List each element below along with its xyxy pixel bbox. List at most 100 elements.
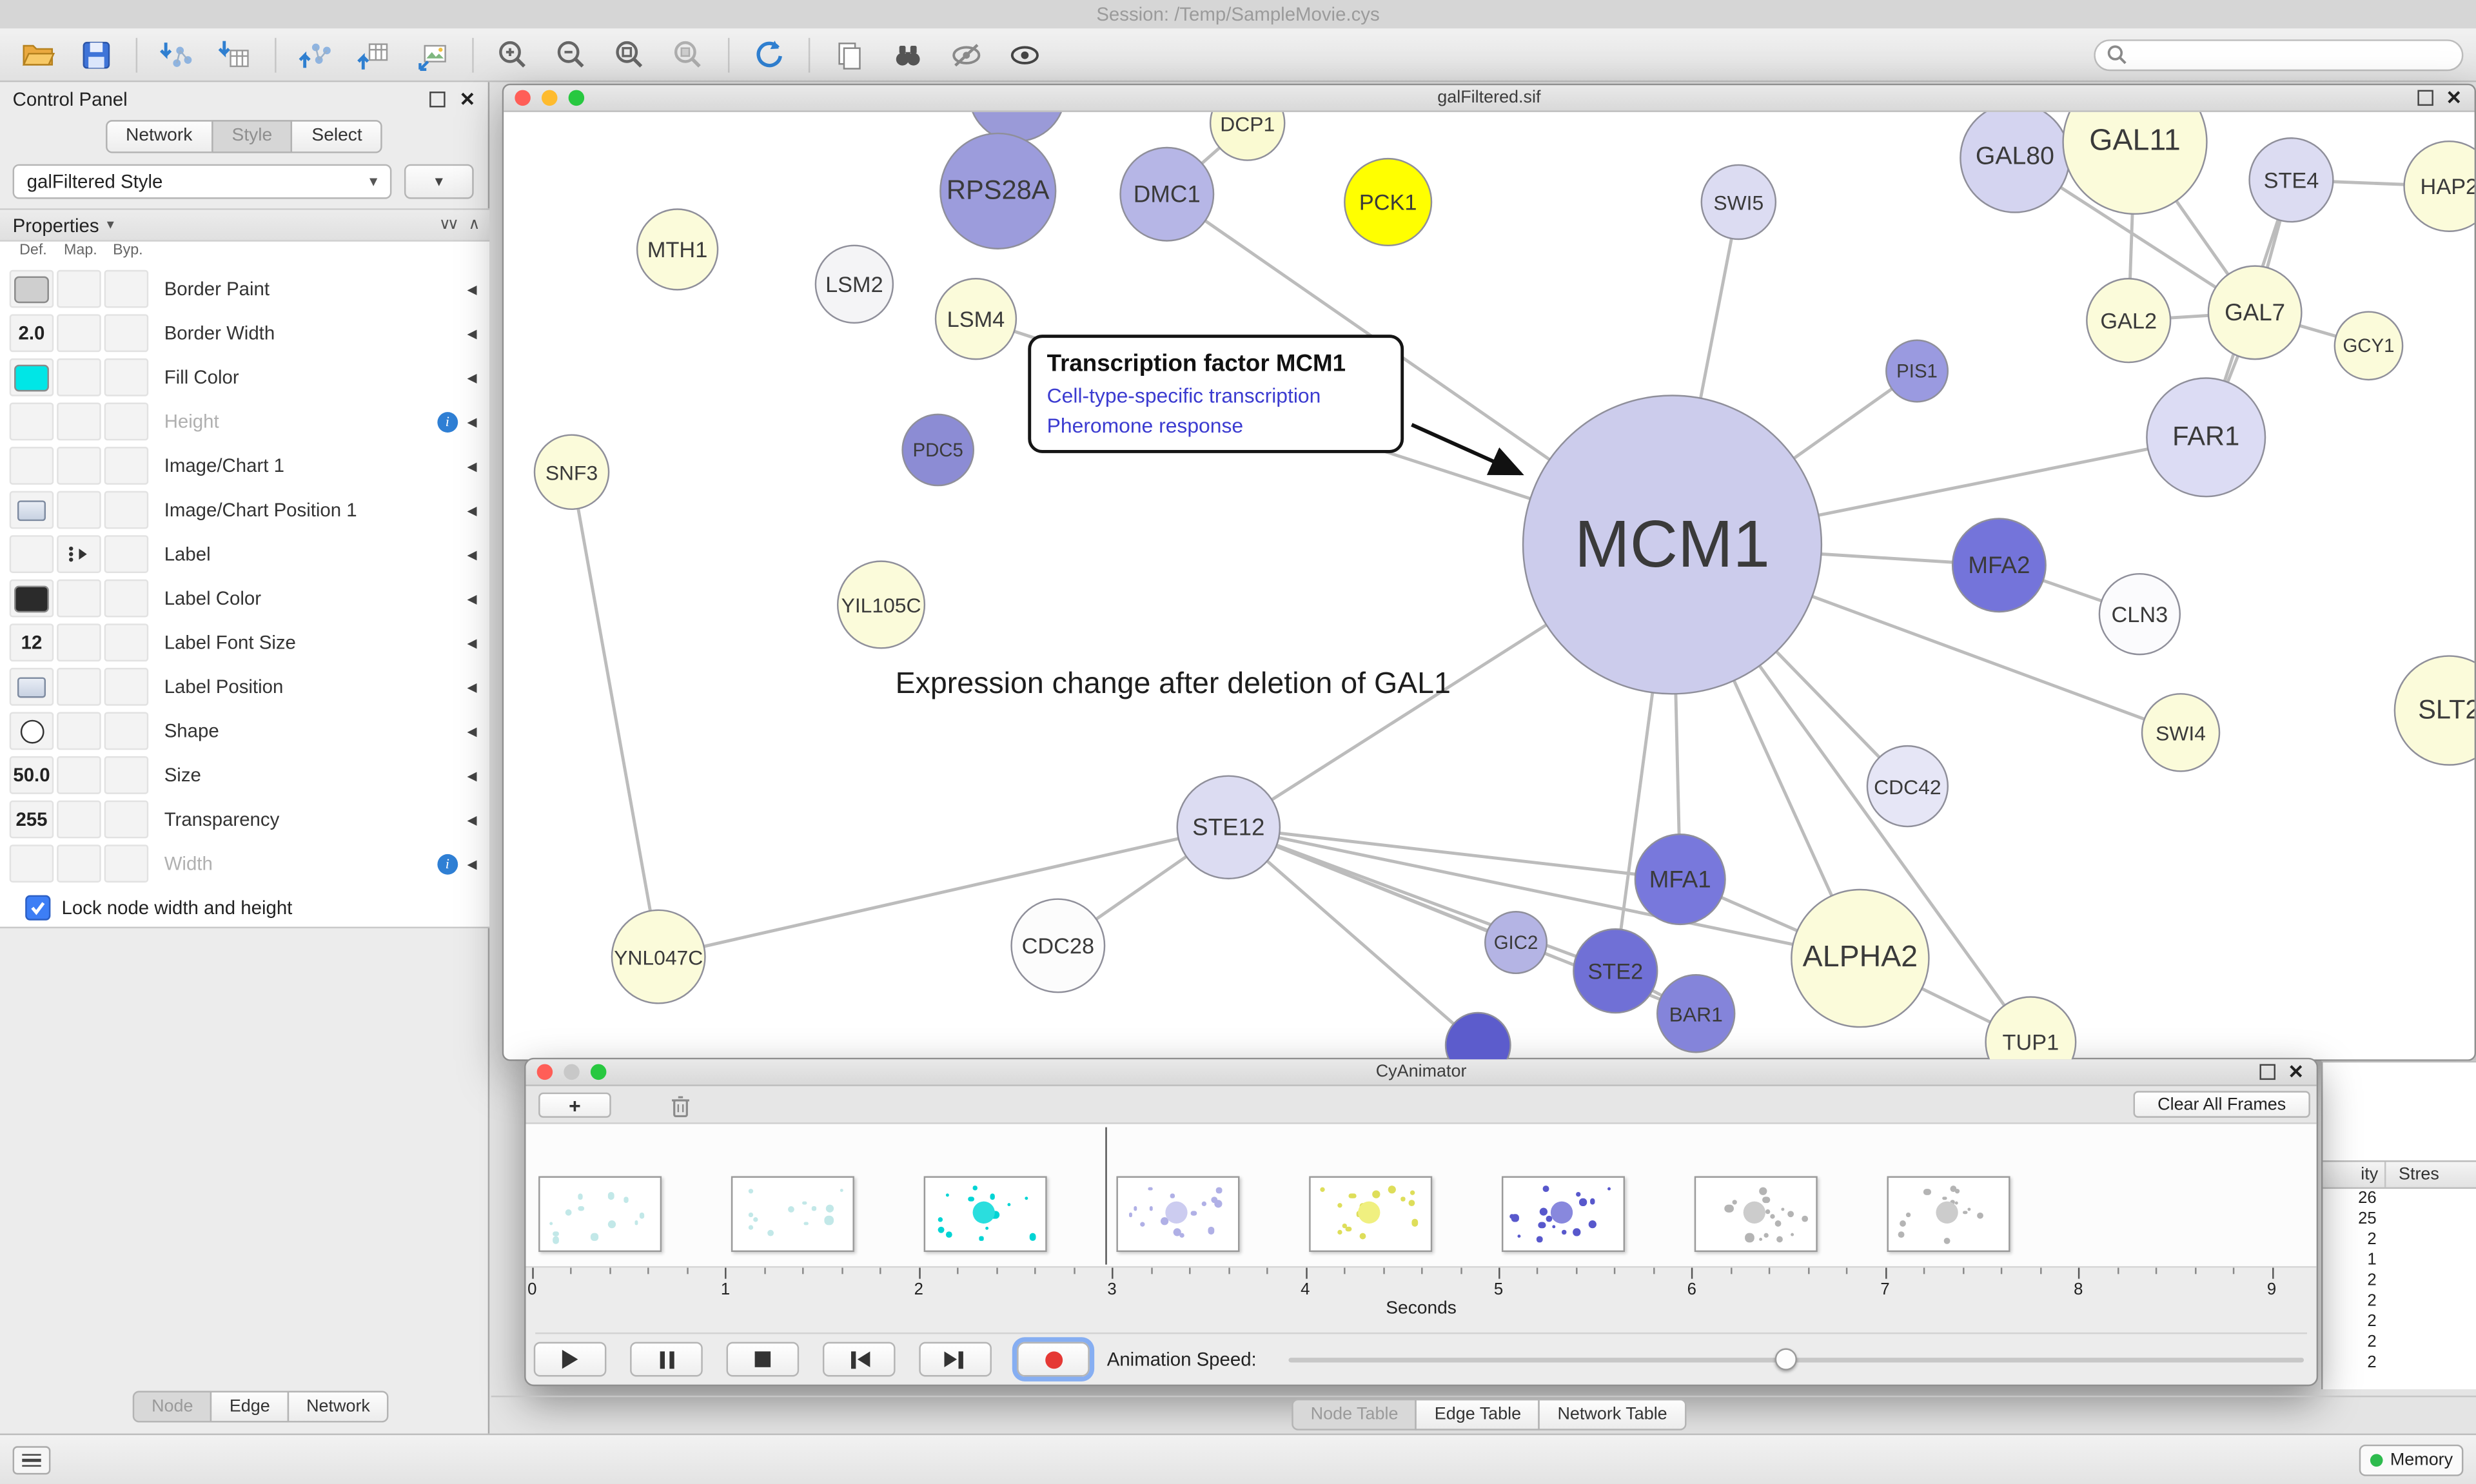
network-node-gic2[interactable]: GIC2 [1484,911,1548,975]
minimize-traffic-light[interactable] [542,90,558,106]
frame-thumbnail-3[interactable] [923,1176,1047,1253]
network-node-cdc28[interactable]: CDC28 [1010,898,1106,993]
network-node-ste12[interactable]: STE12 [1176,775,1281,880]
property-row-fill-color[interactable]: Fill Color◀ [0,355,489,400]
property-row-image-chart-1[interactable]: Image/Chart 1◀ [0,444,489,488]
expand-arrow-icon[interactable]: ◀ [467,768,477,783]
close-traffic-light[interactable] [536,1064,553,1080]
properties-header[interactable]: Properties ▾ ∨∨ ∧ [0,210,490,242]
network-node-gal7[interactable]: GAL7 [2207,265,2303,360]
hide-selected-button[interactable] [941,32,992,77]
timeline-playhead[interactable] [1105,1127,1107,1265]
frame-thumbnail-7[interactable] [1694,1176,1818,1253]
default-value-cell[interactable] [9,712,54,750]
network-edge[interactable] [1227,826,1479,1047]
zoom-traffic-light[interactable] [590,1064,607,1080]
zoom-fit-button[interactable] [605,32,655,77]
bypass-cell[interactable] [104,269,149,308]
network-node-slt2[interactable]: SLT2 [2393,655,2475,766]
first-neighbors-button[interactable] [883,32,933,77]
export-network-button[interactable] [291,32,341,77]
bypass-cell[interactable] [104,579,149,618]
expand-all-icon[interactable]: ∨∨ [438,216,459,234]
network-node-ynl047c[interactable]: YNL047C [611,909,706,1004]
mapping-cell[interactable] [57,845,101,883]
tab-style[interactable]: Style [211,120,293,153]
network-node-pck1[interactable]: PCK1 [1344,157,1433,247]
network-node-snf3[interactable]: SNF3 [533,434,610,511]
tab-network[interactable]: Network [105,120,213,153]
frame-thumbnail-6[interactable] [1501,1176,1626,1253]
network-node-pdc5[interactable]: PDC5 [901,413,975,487]
frame-thumbnail-1[interactable] [538,1176,662,1253]
collapse-all-icon[interactable]: ∧ [468,216,480,234]
network-node-mfa2[interactable]: MFA2 [1951,518,2047,613]
table-tab-network-table[interactable]: Network Table [1538,1398,1687,1430]
default-value-cell[interactable] [9,402,54,441]
bypass-cell[interactable] [104,712,149,750]
mapping-cell[interactable] [57,579,101,618]
network-edge[interactable] [1228,825,1680,881]
network-node-hap2[interactable]: HAP2 [2403,140,2475,233]
network-edge[interactable] [658,825,1229,959]
property-row-label-position[interactable]: Label Position◀ [0,665,489,709]
copy-view-button[interactable] [824,32,874,77]
frame-thumbnail-8[interactable] [1887,1176,2010,1253]
show-panels-button[interactable] [12,1446,51,1475]
network-node-swi4[interactable]: SWI4 [2141,693,2221,772]
mapping-cell[interactable] [57,800,101,839]
bypass-cell[interactable] [104,314,149,353]
close-icon[interactable]: ✕ [2446,86,2462,109]
annotation-box[interactable]: Transcription factor MCM1 Cell-type-spec… [1028,335,1404,453]
bypass-cell[interactable] [104,447,149,485]
save-session-button[interactable] [71,32,121,77]
add-frame-button[interactable]: + [538,1092,611,1118]
lock-size-checkbox[interactable] [25,895,51,921]
network-node-dmc1[interactable]: DMC1 [1119,146,1215,242]
default-value-cell[interactable] [9,845,54,883]
bypass-cell[interactable] [104,358,149,396]
mapping-cell[interactable] [57,402,101,441]
network-window-titlebar[interactable]: galFiltered.sif ✕ [504,85,2475,112]
default-value-cell[interactable]: 12 [9,623,54,662]
zoom-traffic-light[interactable] [568,90,585,106]
default-value-cell[interactable]: 2.0 [9,314,54,353]
minimize-traffic-light[interactable] [564,1064,580,1080]
network-node-rps28a[interactable]: RPS28A [939,132,1057,249]
expand-arrow-icon[interactable]: ◀ [467,812,477,827]
cyanimator-titlebar[interactable]: CyAnimator ✕ [526,1059,2317,1086]
property-row-border-paint[interactable]: Border Paint◀ [0,267,489,311]
bypass-cell[interactable] [104,535,149,573]
network-node-lsm2[interactable]: LSM2 [814,244,894,324]
network-node-mcm1[interactable]: MCM1 [1522,395,1823,695]
network-node-gal80[interactable]: GAL80 [1960,112,2070,213]
annotation-link[interactable]: Cell-type-specific transcription [1046,384,1321,407]
mapping-cell[interactable] [57,667,101,706]
network-node-cln3[interactable]: CLN3 [2098,572,2181,656]
panel-tab-edge[interactable]: Edge [210,1391,290,1423]
clear-all-frames-button[interactable]: Clear All Frames [2133,1091,2310,1118]
record-button[interactable] [1017,1342,1090,1377]
memory-button[interactable]: Memory [2359,1444,2464,1476]
open-session-button[interactable] [13,32,63,77]
close-traffic-light[interactable] [515,90,531,106]
default-value-cell[interactable] [9,667,54,706]
property-row-shape[interactable]: Shape◀ [0,709,489,754]
previous-frame-button[interactable] [822,1342,896,1377]
network-node-gcy1[interactable]: GCY1 [2334,311,2404,381]
bypass-cell[interactable] [104,491,149,529]
default-value-cell[interactable] [9,358,54,396]
network-node-alpha2[interactable]: ALPHA2 [1791,888,1930,1028]
search-input[interactable] [2135,43,2451,66]
frame-thumbnail-2[interactable] [731,1176,854,1253]
frame-thumbnail-4[interactable] [1116,1176,1240,1253]
expand-arrow-icon[interactable]: ◀ [467,856,477,871]
import-network-button[interactable] [152,32,202,77]
network-node-yil105c[interactable]: YIL105C [836,560,926,649]
network-node-mth1[interactable]: MTH1 [636,208,719,291]
annotation-link[interactable]: Pheromone response [1046,413,1244,438]
network-node-swi5[interactable]: SWI5 [1700,164,1777,240]
float-window-icon[interactable] [2417,90,2433,106]
